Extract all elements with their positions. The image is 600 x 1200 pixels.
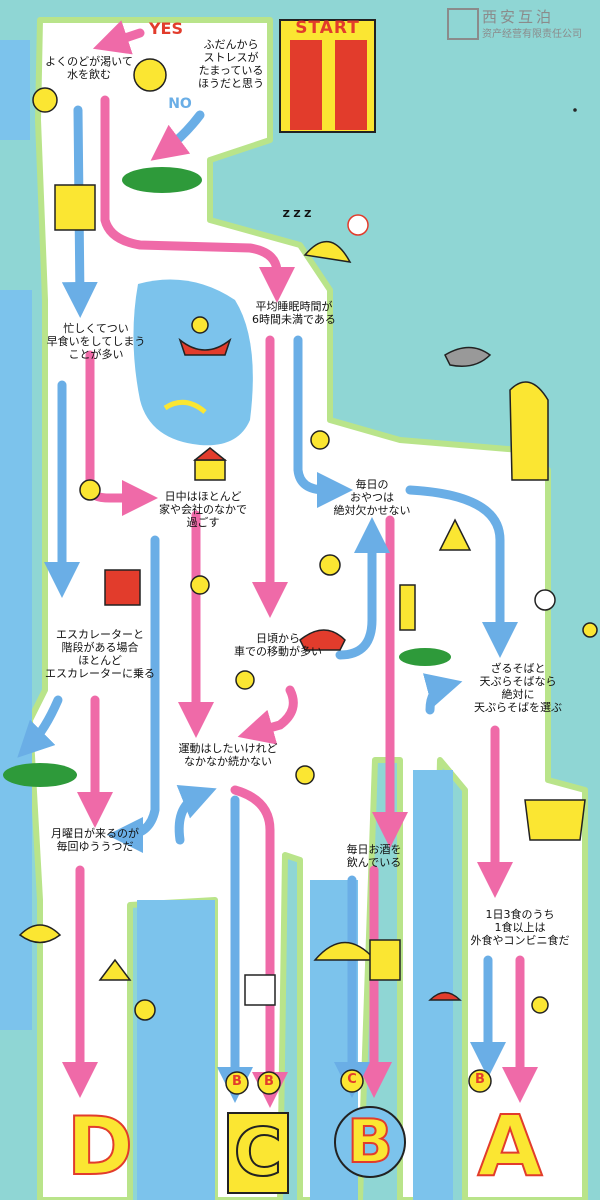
brand-name: 西安互泊	[482, 8, 555, 26]
result-d: D	[66, 1100, 134, 1193]
question-eatout: 1日3食のうち 1食以上は 外食やコンビニ食だ	[470, 908, 570, 947]
badge-c: C	[347, 1072, 357, 1087]
yes-arrows	[62, 20, 538, 1108]
question-monday: 月曜日が来るのが 毎回ゆううつだ	[51, 827, 139, 853]
result-a: A	[476, 1097, 543, 1195]
start-gate	[279, 19, 376, 133]
question-snacks: 毎日の おやつは 絶対欠かせない	[333, 478, 411, 517]
sleep-zzz: Z Z Z	[282, 209, 312, 220]
no-label: NO	[168, 96, 192, 112]
result-b: B	[346, 1107, 394, 1177]
question-office: 日中はほとんど 家や会社のなかで 過ごす	[159, 490, 247, 529]
question-escalator: エスカレーターと 階段がある場合 ほとんど エスカレーターに乗る	[45, 628, 155, 680]
start-label: START	[295, 18, 360, 38]
question-thirst: よくのどが渇いて 水を飲む	[45, 55, 133, 81]
holes	[3, 167, 451, 787]
badge-b2: B	[264, 1074, 274, 1089]
question-soba: ざるそばと 天ぷらそばなら 絶対に 天ぷらそばを選ぶ	[474, 662, 562, 714]
result-c: C	[233, 1114, 283, 1192]
result-shapes	[225, 1069, 492, 1194]
question-stress: ふだんから ストレスが たまっている ほうだと思う	[198, 38, 264, 90]
no-arrows	[17, 105, 518, 1103]
badge-b1: B	[232, 1074, 242, 1089]
brand-subtitle: 资产经营有限责任公司	[482, 29, 582, 40]
question-exercise: 運動はしたいけれど なかなか続かない	[178, 742, 278, 768]
question-sleep: 平均睡眠時間が 6時間未満である	[252, 300, 336, 326]
question-alcohol: 毎日お酒を 飲んでいる	[346, 843, 402, 869]
yes-label: YES	[148, 19, 184, 38]
decorations	[18, 58, 598, 1021]
question-car: 日頃から 車での移動が多い	[234, 632, 322, 658]
brand-logo	[447, 8, 479, 40]
question-breakfast: 忙しくてつい 早食いをしてしまう ことが多い	[46, 322, 146, 361]
badge-b3: B	[475, 1072, 485, 1087]
